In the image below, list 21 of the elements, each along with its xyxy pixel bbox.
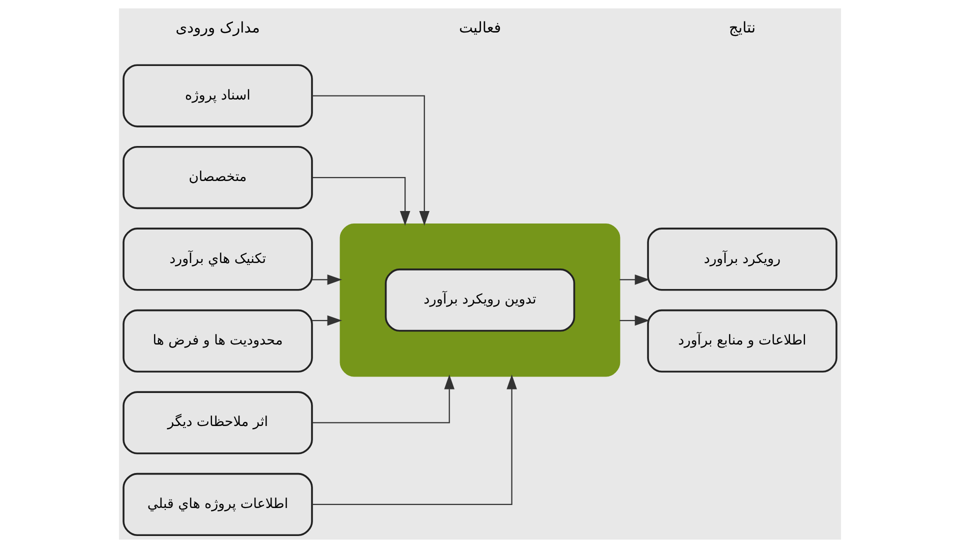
label: مدارک ورودی: [176, 20, 260, 37]
arrow: [312, 176, 410, 226]
node-box: محدودیت ها و فرض ها: [122, 309, 313, 373]
node-box: اثر ملاحظات دیگر: [122, 391, 313, 454]
arrow: [312, 274, 342, 285]
node-box: اطلاعات و منابع برآورد: [647, 309, 838, 373]
arrow: [312, 315, 342, 326]
node-box: اطلاعات پروژه هاي قبلي: [122, 472, 313, 536]
arrow: [620, 315, 650, 326]
arrow: [620, 274, 650, 285]
node-box: تدوین رویکرد برآورد: [384, 268, 576, 332]
cluster: [340, 223, 620, 377]
label: فعالیت: [458, 20, 502, 37]
node-box: اسناد پروژه: [122, 64, 313, 128]
node-box: متخصصان: [122, 146, 313, 210]
node-box: رویکرد برآورد: [647, 228, 838, 291]
arrow: [312, 95, 430, 226]
label: نتایج: [728, 20, 756, 37]
arrow: [312, 374, 517, 506]
arrow: [312, 374, 455, 424]
node-box: تکنیک هاي برآورد: [122, 228, 313, 291]
